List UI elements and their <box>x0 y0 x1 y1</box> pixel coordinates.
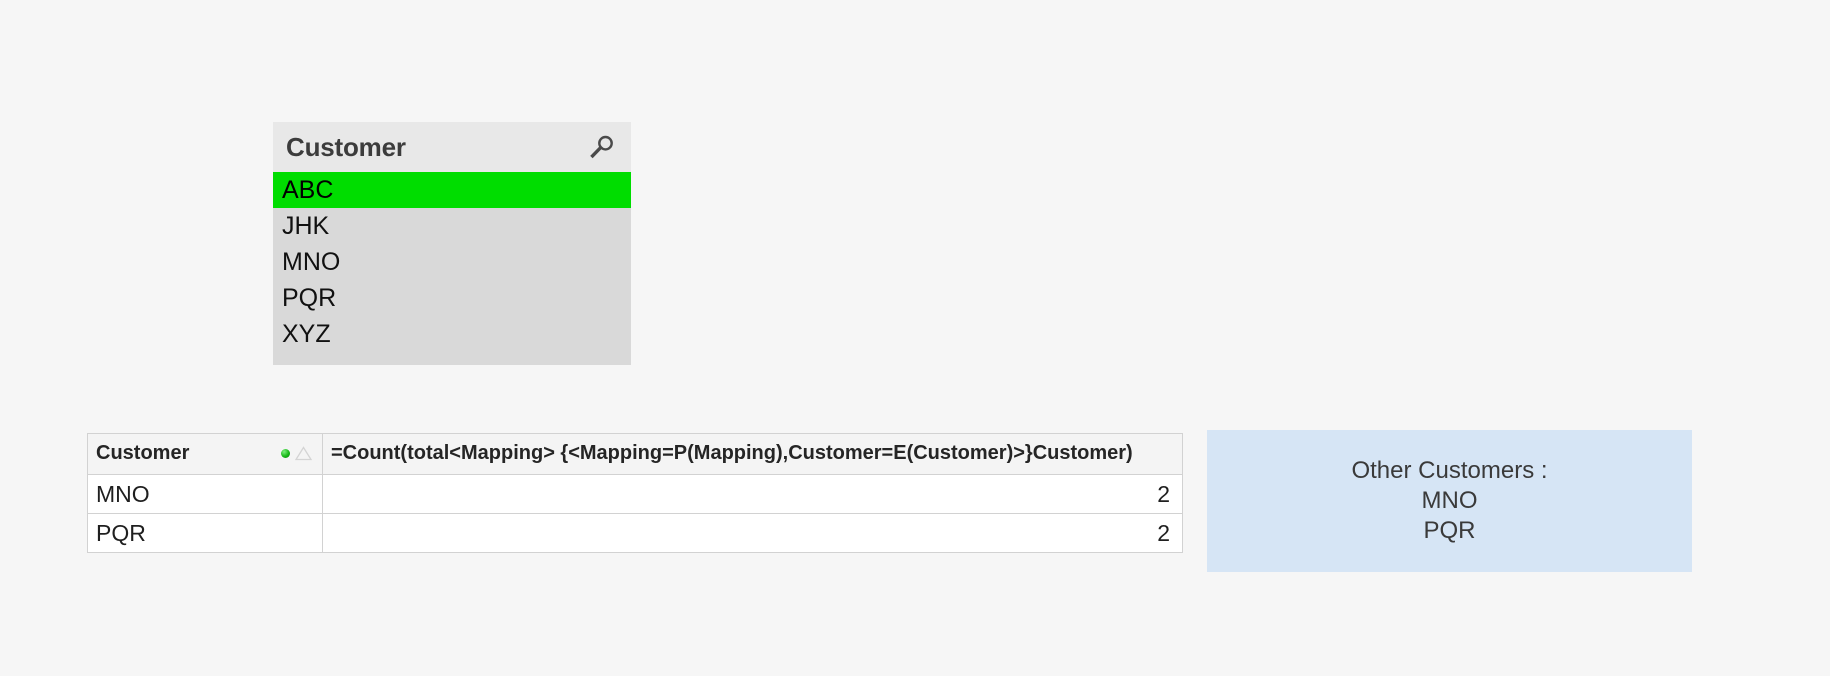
list-item[interactable]: XYZ <box>282 320 331 348</box>
table-row[interactable]: MNO 2 <box>87 474 1183 515</box>
list-item[interactable]: PQR <box>282 284 337 312</box>
straight-table[interactable]: Customer =Count(total<Mapping> {<Mapping… <box>85 431 1185 556</box>
cell-customer[interactable]: PQR <box>87 513 323 554</box>
table-row[interactable]: PQR 2 <box>87 513 1183 554</box>
listbox-title: Customer <box>286 131 406 162</box>
cell-value[interactable]: 2 <box>322 474 1183 515</box>
sort-indicators <box>281 445 314 461</box>
list-item[interactable]: MNO <box>282 248 341 276</box>
listbox-bottom-padding <box>273 352 631 365</box>
column-header-customer[interactable]: Customer <box>87 432 323 476</box>
listbox-body: ABC JHK MNO PQR XYZ <box>273 172 631 365</box>
search-icon[interactable] <box>589 134 617 160</box>
textbox-line-value: PQR <box>1423 517 1476 545</box>
column-header-expression[interactable]: =Count(total<Mapping> {<Mapping=P(Mappin… <box>322 432 1183 476</box>
triangle-ascending-icon <box>295 445 312 460</box>
green-dot-icon <box>281 448 290 458</box>
list-item[interactable]: ABC <box>273 172 631 208</box>
cell-customer[interactable]: MNO <box>87 474 323 515</box>
column-header-customer-label: Customer <box>96 442 190 464</box>
customer-listbox[interactable]: Customer ABC JHK MNO PQR XYZ <box>273 122 631 365</box>
list-item[interactable]: JHK <box>282 212 330 240</box>
table-header-row: Customer =Count(total<Mapping> {<Mapping… <box>87 432 1183 476</box>
other-customers-textbox: Other Customers : MNO PQR <box>1207 430 1692 572</box>
listbox-header: Customer <box>273 122 631 172</box>
textbox-line-title: Other Customers : <box>1351 456 1548 484</box>
textbox-line-value: MNO <box>1421 486 1478 514</box>
cell-value[interactable]: 2 <box>322 513 1183 554</box>
table-body: MNO 2 PQR 2 <box>87 474 1183 554</box>
